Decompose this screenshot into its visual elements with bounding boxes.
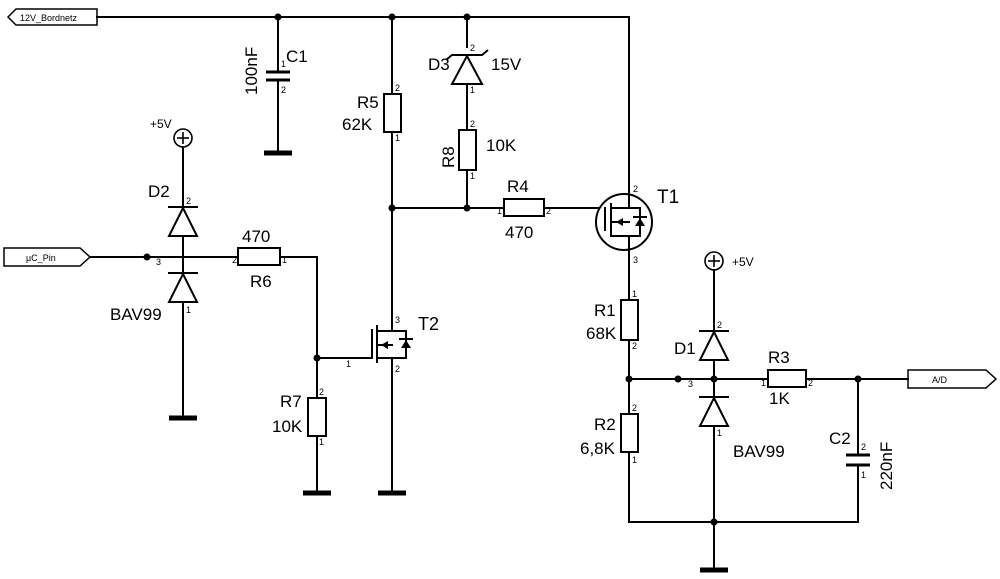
svg-text:1: 1 [281, 59, 286, 69]
svg-text:1: 1 [346, 359, 351, 369]
r1-name: R1 [594, 301, 616, 320]
svg-text:2: 2 [470, 119, 475, 129]
port-12v-bordnetz: 12V_Bordnetz [6, 8, 98, 26]
svg-text:2: 2 [546, 206, 551, 216]
svg-text:1: 1 [717, 428, 722, 438]
r4-value: 470 [505, 223, 533, 242]
d2-name: D2 [148, 182, 170, 201]
capacitor-c1: 1 2 C1 100nF [242, 47, 308, 95]
port-uc-pin: µC_Pin [3, 247, 92, 267]
d1-value: BAV99 [733, 442, 785, 461]
svg-text:1: 1 [282, 255, 287, 265]
vcc-symbol-d1: +5V [704, 251, 754, 271]
r2-value: 6,8K [580, 439, 616, 458]
r5-name: R5 [357, 93, 379, 112]
r5-value: 62K [342, 115, 373, 134]
r8-value: 10K [486, 136, 517, 155]
svg-text:2: 2 [395, 364, 400, 374]
svg-text:1: 1 [470, 171, 475, 181]
svg-text:2: 2 [632, 341, 637, 351]
r3-name: R3 [768, 348, 790, 367]
svg-text:1: 1 [632, 289, 637, 299]
svg-text:1: 1 [761, 378, 766, 388]
svg-text:3: 3 [633, 255, 638, 265]
r3-value: 1K [769, 389, 790, 408]
r2-name: R2 [594, 415, 616, 434]
port-adc-label: A/D [932, 375, 948, 385]
svg-text:1: 1 [861, 470, 866, 480]
svg-text:3: 3 [688, 379, 693, 389]
c1-name: C1 [286, 47, 308, 66]
mosfet-t2: 3 2 1 T2 [346, 314, 439, 374]
svg-text:2: 2 [395, 83, 400, 93]
d3-name: D3 [428, 55, 450, 74]
port-12v-label: 12V_Bordnetz [20, 13, 78, 23]
port-uc-label: µC_Pin [26, 253, 56, 263]
port-adc: A/D [907, 369, 998, 389]
resistor-r5: 2 1 R5 62K [342, 83, 402, 143]
resistor-r3: 1 2 R3 1K [761, 348, 813, 408]
svg-text:1: 1 [497, 206, 502, 216]
r7-name: R7 [280, 392, 302, 411]
d3-value: 15V [491, 55, 522, 74]
resistor-r4: 1 2 R4 470 [497, 177, 551, 242]
svg-text:1: 1 [632, 455, 637, 465]
ground-symbols [169, 150, 728, 573]
r6-name: R6 [250, 272, 272, 291]
d2-value: BAV99 [110, 305, 162, 324]
svg-text:1: 1 [186, 305, 191, 315]
svg-text:2: 2 [861, 442, 866, 452]
svg-text:2: 2 [632, 403, 637, 413]
svg-text:2: 2 [281, 85, 286, 95]
mosfet-t1: 2 3 T1 [595, 184, 679, 265]
r1-value: 68K [586, 324, 617, 343]
r7-value: 10K [272, 417, 303, 436]
r6-value: 470 [242, 227, 270, 246]
t2-name: T2 [418, 314, 439, 334]
resistor-r7: 2 1 R7 10K [272, 387, 327, 447]
t1-name: T1 [657, 187, 679, 208]
c1-value: 100nF [242, 47, 261, 95]
svg-text:1: 1 [470, 85, 475, 95]
r4-name: R4 [507, 177, 529, 196]
vcc-symbol-d2: +5V [150, 117, 193, 148]
svg-text:2: 2 [470, 43, 475, 53]
resistor-r2: 2 1 R2 6,8K [580, 403, 639, 465]
c2-value: 220nF [877, 442, 896, 490]
vcc-label-d2: +5V [150, 117, 172, 131]
resistor-r6: 2 1 470 R6 [232, 227, 287, 291]
svg-text:2: 2 [319, 387, 324, 397]
diode-pair-d2: 2 3 1 D2 BAV99 [110, 182, 199, 324]
capacitor-c2: 2 1 C2 220nF [829, 429, 896, 490]
r8-name: R8 [439, 146, 458, 168]
svg-text:1: 1 [395, 133, 400, 143]
svg-text:2: 2 [717, 320, 722, 330]
resistor-r8: 2 1 10K R8 [439, 119, 517, 181]
junctions [143, 13, 862, 526]
svg-text:2: 2 [633, 184, 638, 194]
svg-text:2: 2 [808, 378, 813, 388]
svg-text:3: 3 [395, 315, 400, 325]
vcc-label-d1: +5V [732, 255, 754, 269]
diode-pair-d1: 2 3 1 D1 BAV99 [674, 320, 785, 461]
svg-text:2: 2 [186, 196, 191, 206]
wires [89, 16, 909, 569]
zener-diode-d3: 2 1 D3 15V [428, 43, 522, 95]
svg-text:2: 2 [232, 255, 237, 265]
svg-text:3: 3 [156, 257, 161, 267]
svg-text:1: 1 [319, 437, 324, 447]
d1-name: D1 [674, 339, 696, 358]
resistor-r1: 1 2 R1 68K [586, 289, 639, 351]
c2-name: C2 [829, 429, 851, 448]
